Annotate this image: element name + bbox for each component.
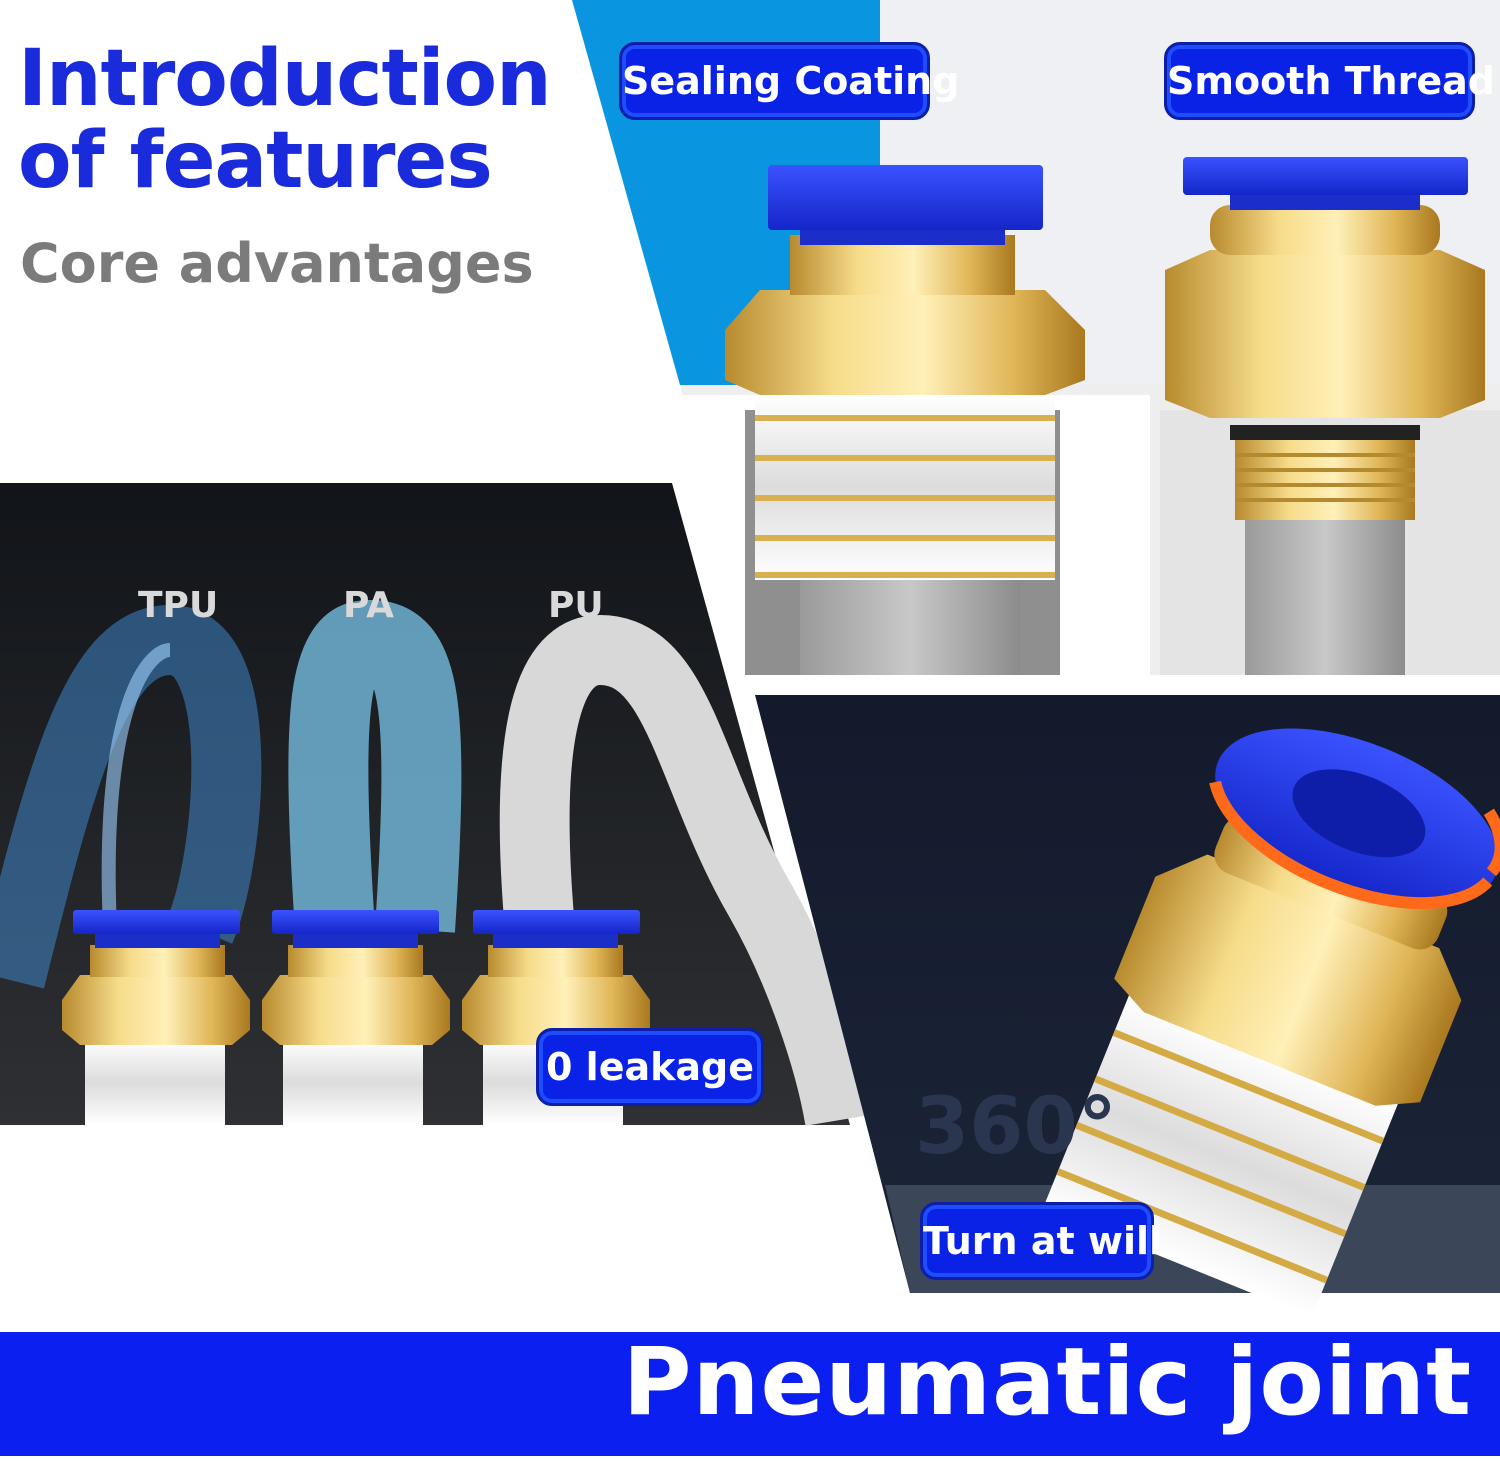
footer-bar <box>0 1332 1500 1456</box>
page-title: Introduction of features <box>18 38 552 202</box>
smooth-thread-badge: Smooth Thread <box>1164 42 1495 120</box>
left-fitting <box>725 165 1085 580</box>
rotating-fitting <box>1042 728 1500 1318</box>
sealing-coating-badge: Sealing Coating <box>619 42 959 120</box>
right-fitting <box>1165 157 1485 675</box>
title-line-2: of features <box>18 116 493 206</box>
turn-at-will-badge: Turn at will <box>920 1202 1162 1280</box>
tube-label-tpu: TPU <box>138 585 219 626</box>
tube-panel <box>0 483 875 1127</box>
title-line-1: Introduction <box>18 34 552 124</box>
tube-fittings <box>62 910 650 1125</box>
rotation-degree-label: 360° <box>915 1082 1117 1172</box>
zero-leakage-badge: 0 leakage <box>536 1028 764 1106</box>
tube-label-pa: PA <box>343 585 394 626</box>
tube-label-pu: PU <box>548 585 604 626</box>
page-subtitle: Core advantages <box>20 232 534 295</box>
product-name: Pneumatic joint <box>622 1328 1472 1437</box>
